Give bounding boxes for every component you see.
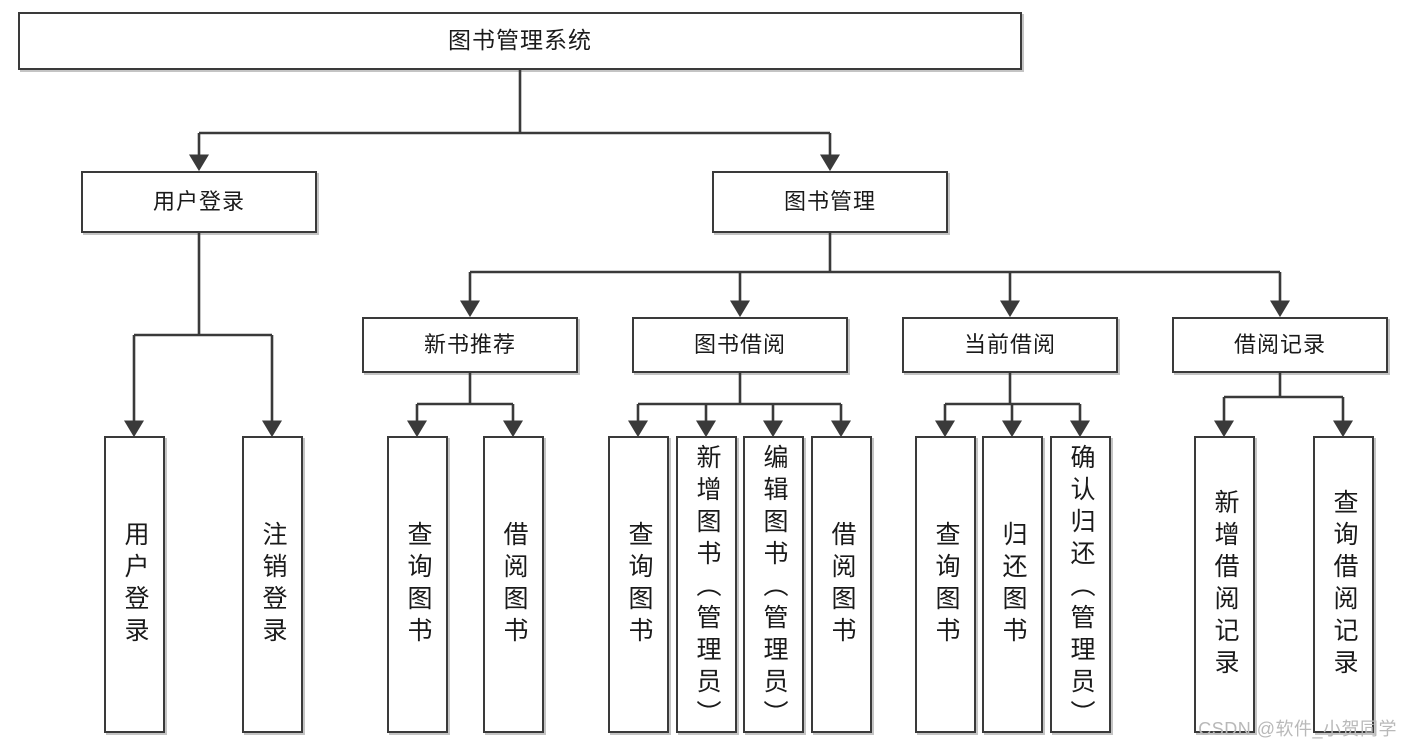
node-label: 当前借阅 bbox=[963, 332, 1056, 358]
node-label: 图书管理 bbox=[783, 189, 876, 215]
node-current-borrow[interactable]: 当前借阅 bbox=[902, 317, 1118, 373]
node-book-borrow[interactable]: 图书借阅 bbox=[632, 317, 848, 373]
node-label: 图书管理系统 bbox=[448, 27, 592, 54]
leaf-current-return-book[interactable]: 归还图书 bbox=[982, 436, 1043, 733]
node-root-book-management-system[interactable]: 图书管理系统 bbox=[18, 12, 1022, 70]
node-book-management[interactable]: 图书管理 bbox=[712, 171, 948, 233]
node-label: 借阅图书 bbox=[828, 520, 856, 649]
leaf-recommend-query-book[interactable]: 查询图书 bbox=[387, 436, 448, 733]
leaf-user-login-logout[interactable]: 注销登录 bbox=[242, 436, 303, 733]
node-label: 查询借阅记录 bbox=[1330, 488, 1358, 681]
leaf-borrow-query-book[interactable]: 查询图书 bbox=[608, 436, 669, 733]
node-label: 归还图书 bbox=[999, 520, 1027, 649]
node-new-book-recommend[interactable]: 新书推荐 bbox=[362, 317, 578, 373]
node-label: 确认归还（管理员） bbox=[1067, 444, 1095, 732]
leaf-current-query-book[interactable]: 查询图书 bbox=[915, 436, 976, 733]
leaf-record-add-borrow-record[interactable]: 新增借阅记录 bbox=[1194, 436, 1255, 733]
node-label: 新增借阅记录 bbox=[1211, 488, 1239, 681]
node-label: 查询图书 bbox=[625, 520, 653, 649]
node-label: 借阅记录 bbox=[1233, 332, 1326, 358]
node-label: 查询图书 bbox=[404, 520, 432, 649]
node-label: 图书借阅 bbox=[693, 332, 786, 358]
node-label: 用户登录 bbox=[121, 520, 149, 649]
node-label: 借阅图书 bbox=[500, 520, 528, 649]
node-user-login[interactable]: 用户登录 bbox=[81, 171, 317, 233]
node-borrow-record[interactable]: 借阅记录 bbox=[1172, 317, 1388, 373]
leaf-record-query-borrow-record[interactable]: 查询借阅记录 bbox=[1313, 436, 1374, 733]
leaf-user-login-login[interactable]: 用户登录 bbox=[104, 436, 165, 733]
node-label: 用户登录 bbox=[152, 189, 245, 215]
node-label: 查询图书 bbox=[932, 520, 960, 649]
node-label: 编辑图书（管理员） bbox=[760, 444, 788, 732]
leaf-borrow-borrow-book[interactable]: 借阅图书 bbox=[811, 436, 872, 733]
watermark-csdn: CSDN @软件_小贺同学 bbox=[1198, 719, 1397, 739]
leaf-current-confirm-return-admin[interactable]: 确认归还（管理员） bbox=[1050, 436, 1111, 733]
node-label: 新书推荐 bbox=[423, 332, 516, 358]
leaf-borrow-add-book-admin[interactable]: 新增图书（管理员） bbox=[676, 436, 737, 733]
node-label: 新增图书（管理员） bbox=[693, 444, 721, 732]
leaf-borrow-edit-book-admin[interactable]: 编辑图书（管理员） bbox=[743, 436, 804, 733]
leaf-recommend-borrow-book[interactable]: 借阅图书 bbox=[483, 436, 544, 733]
node-label: 注销登录 bbox=[259, 520, 287, 649]
